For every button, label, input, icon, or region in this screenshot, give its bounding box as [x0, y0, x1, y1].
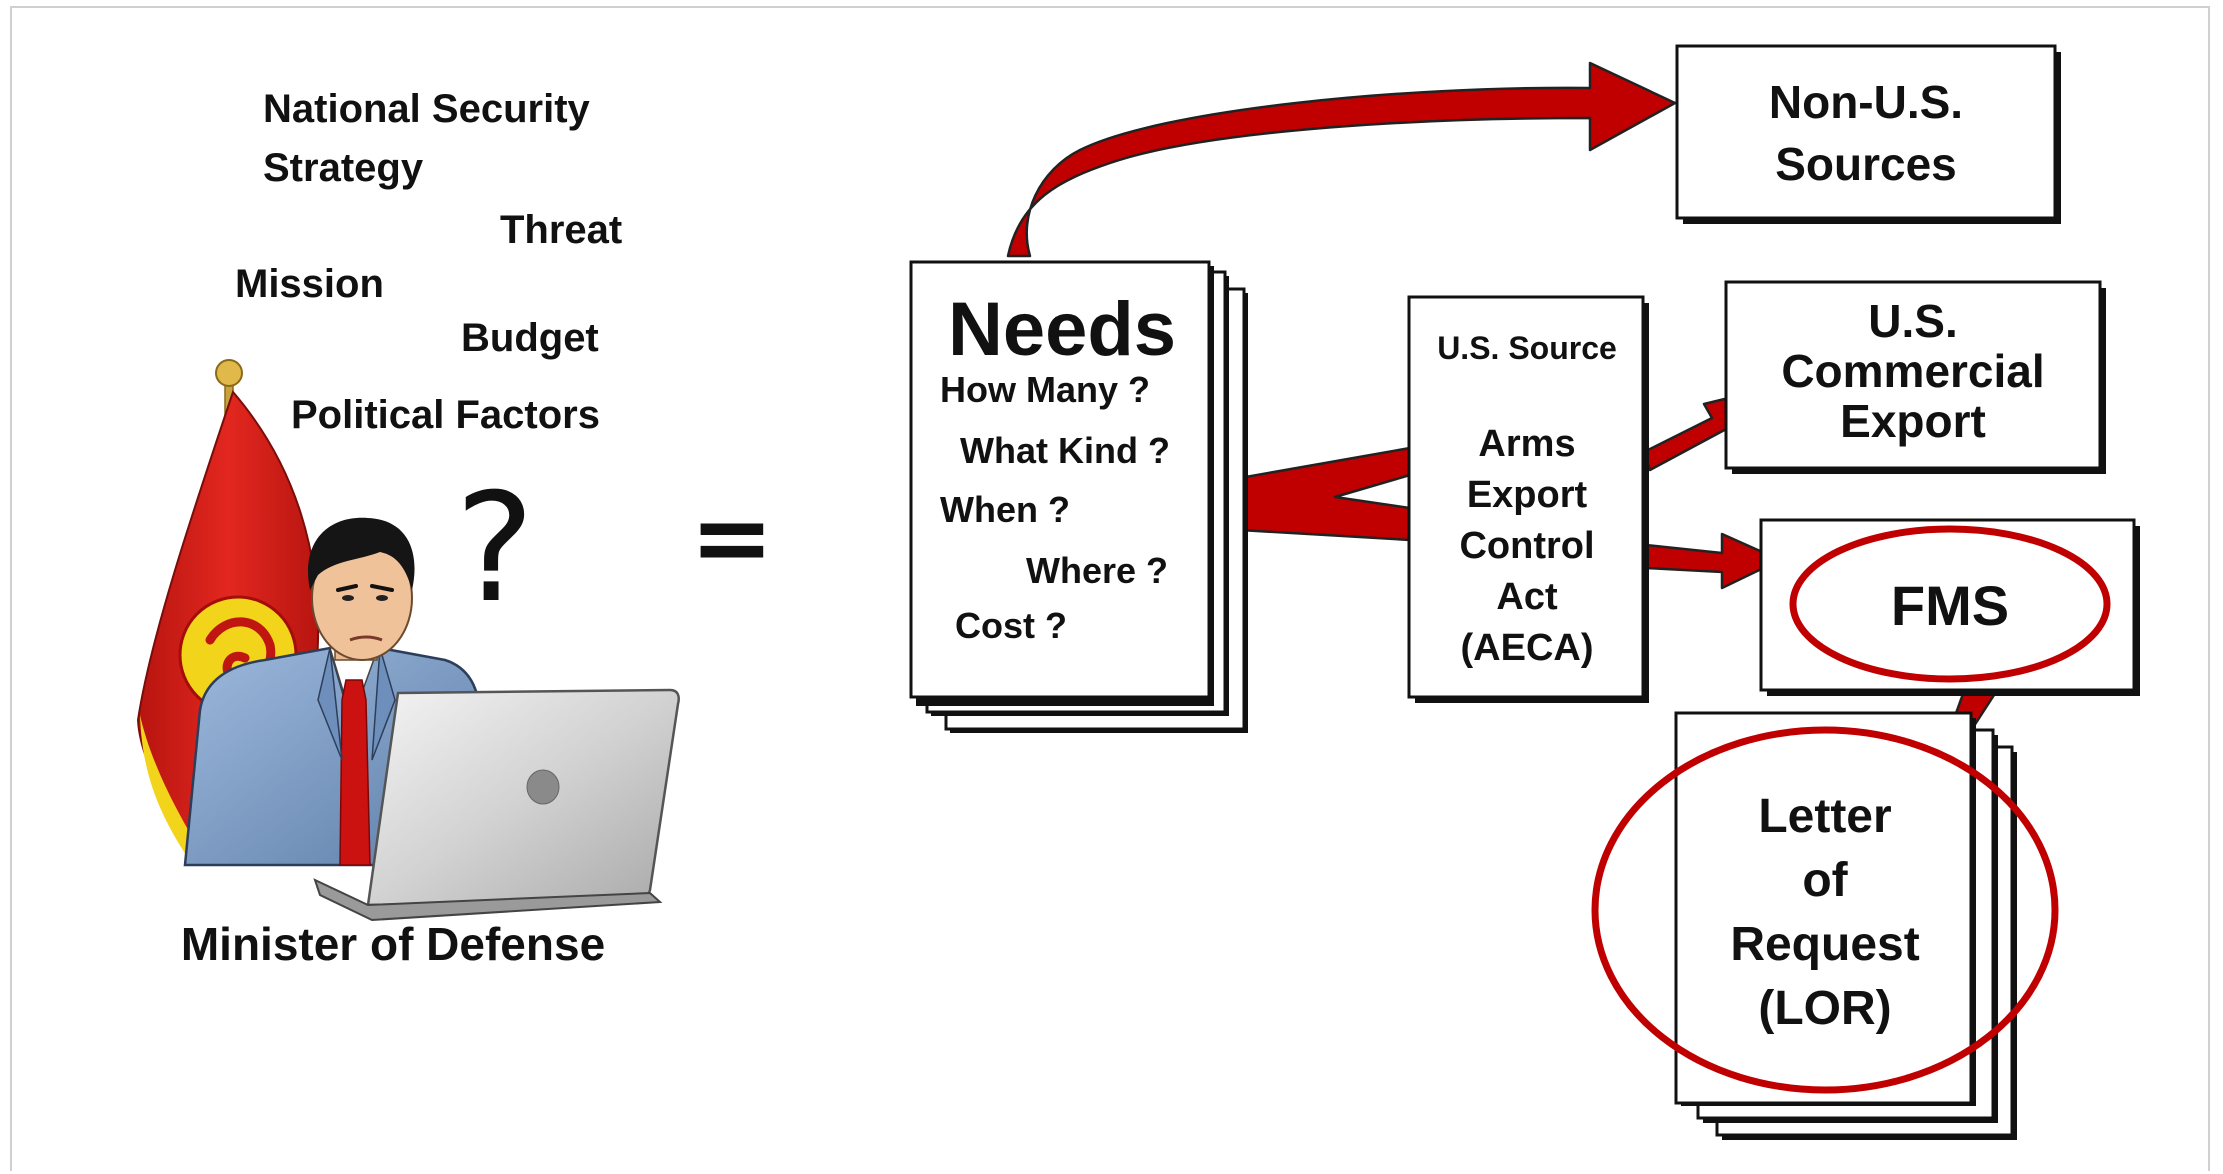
us-commercial-export-line1: U.S.: [1868, 295, 1957, 347]
us-source-box: [1407, 295, 1645, 699]
non-us-sources-line1: Non-U.S.: [1769, 76, 1963, 128]
lor-box: [1674, 711, 2017, 1140]
aeca-line2: Export: [1467, 474, 1588, 516]
needs-title: Needs: [948, 287, 1176, 372]
minister-head: [308, 517, 415, 661]
needs-how-many: How Many ?: [940, 369, 1150, 410]
factor-national-security-strategy-line2: Strategy: [263, 146, 424, 190]
arrow-to-fms: [1644, 532, 1782, 590]
fms-box: [1759, 518, 2136, 692]
us-commercial-export-box: [1724, 280, 2102, 470]
lor-line3: Request: [1730, 918, 1919, 971]
needs-when: When ?: [940, 489, 1070, 530]
us-source-heading: U.S. Source: [1437, 330, 1617, 366]
factor-political-factors: Political Factors: [291, 393, 600, 437]
needs-cost: Cost ?: [955, 605, 1067, 646]
lor-line2: of: [1802, 854, 1848, 907]
aeca-line5: (AECA): [1461, 627, 1594, 669]
equals-sign: =: [690, 479, 774, 596]
minister-illustration: [136, 359, 680, 922]
us-commercial-export-line3: Export: [1840, 395, 1986, 447]
aeca-line4: Act: [1496, 576, 1558, 618]
needs-what-kind: What Kind ?: [960, 430, 1170, 471]
factor-budget: Budget: [461, 316, 599, 360]
factor-threat: Threat: [500, 208, 622, 252]
needs-where: Where ?: [1026, 550, 1168, 591]
lor-line1: Letter: [1758, 790, 1891, 843]
fms-label: FMS: [1891, 574, 2009, 637]
aeca-line3: Control: [1459, 525, 1594, 567]
arrow-to-non-us-sources: [1006, 61, 1677, 258]
slide-frame: [10, 6, 2210, 1171]
laptop-icon: [313, 688, 680, 922]
non-us-sources-box: [1675, 44, 2057, 220]
factor-mission: Mission: [235, 262, 384, 306]
aeca-line1: Arms: [1478, 423, 1575, 465]
us-commercial-export-line2: Commercial: [1781, 345, 2044, 397]
needs-box: [909, 260, 1248, 733]
lor-line4: (LOR): [1758, 982, 1891, 1035]
fms-highlight-ellipse: [1789, 525, 2111, 683]
minister-caption: Minister of Defense: [181, 918, 605, 970]
factor-national-security-strategy-line1: National Security: [263, 87, 591, 131]
question-mark: ?: [455, 462, 535, 636]
non-us-sources-line2: Sources: [1775, 138, 1957, 190]
lor-highlight-ellipse: [1591, 726, 2059, 1094]
arrow-needs-to-us-source: [1238, 446, 1412, 542]
